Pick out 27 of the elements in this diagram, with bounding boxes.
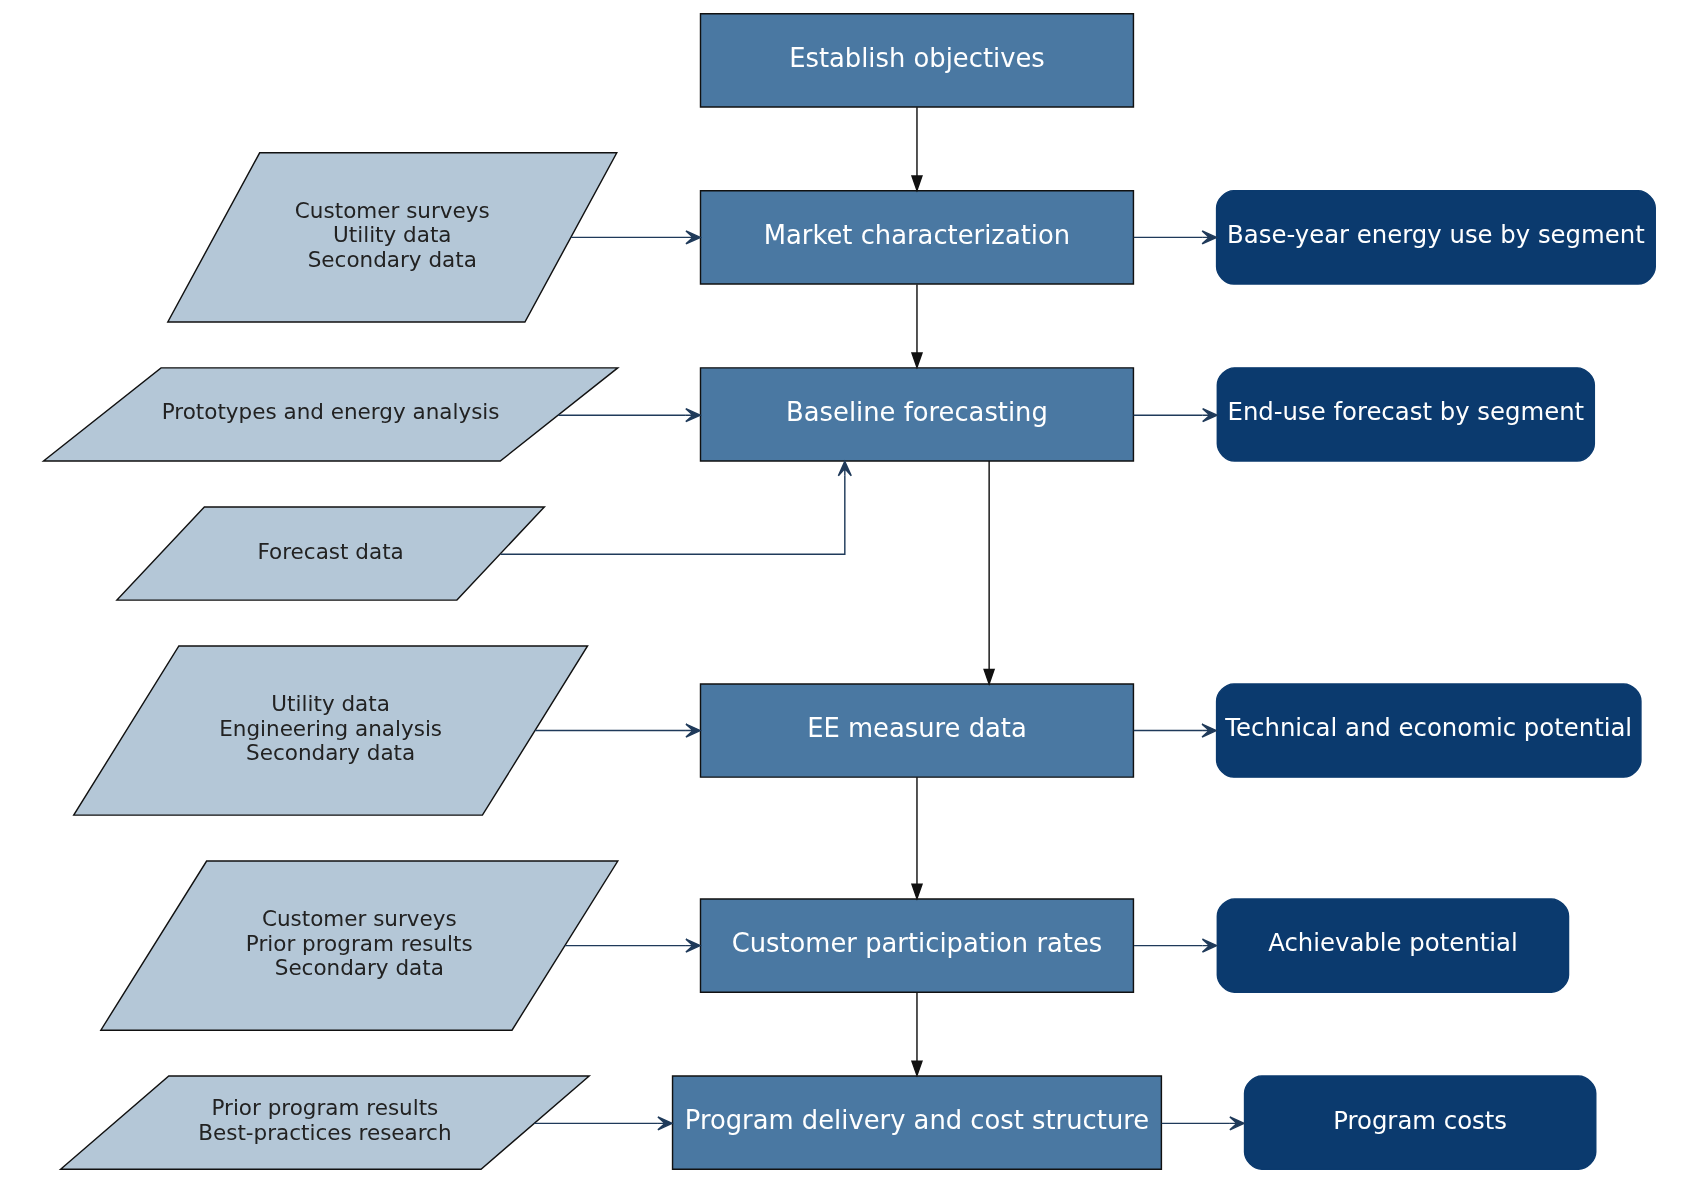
arrow bbox=[499, 460, 852, 555]
node-box: Baseline forecasting bbox=[699, 367, 1134, 462]
node-box: Technical and economic potential bbox=[1215, 683, 1642, 778]
arrow bbox=[534, 723, 701, 738]
node-box: EE measure data bbox=[699, 683, 1134, 778]
node-box: Market characterization bbox=[699, 190, 1134, 285]
node-box: Program delivery and cost structure bbox=[671, 1075, 1162, 1170]
node-box: Establish objectives bbox=[699, 13, 1134, 108]
arrow bbox=[1132, 723, 1217, 738]
arrow bbox=[1160, 1116, 1245, 1131]
arrow bbox=[910, 106, 923, 193]
arrow bbox=[910, 991, 923, 1078]
arrow bbox=[1132, 938, 1217, 953]
arrow bbox=[1132, 408, 1218, 423]
arrow bbox=[910, 283, 923, 370]
arrow bbox=[533, 1116, 673, 1131]
arrow bbox=[556, 408, 701, 423]
node-box: End-use forecast by segment bbox=[1216, 367, 1595, 462]
arrow bbox=[569, 230, 701, 245]
arrow bbox=[1132, 230, 1217, 245]
arrow bbox=[563, 938, 701, 953]
arrow bbox=[910, 776, 923, 901]
arrow bbox=[982, 460, 995, 686]
node-box: Achievable potential bbox=[1216, 898, 1569, 993]
node-box: Customer participation rates bbox=[699, 898, 1134, 993]
node-box: Base-year energy use by segment bbox=[1215, 190, 1656, 285]
node-box: Program costs bbox=[1243, 1075, 1596, 1170]
